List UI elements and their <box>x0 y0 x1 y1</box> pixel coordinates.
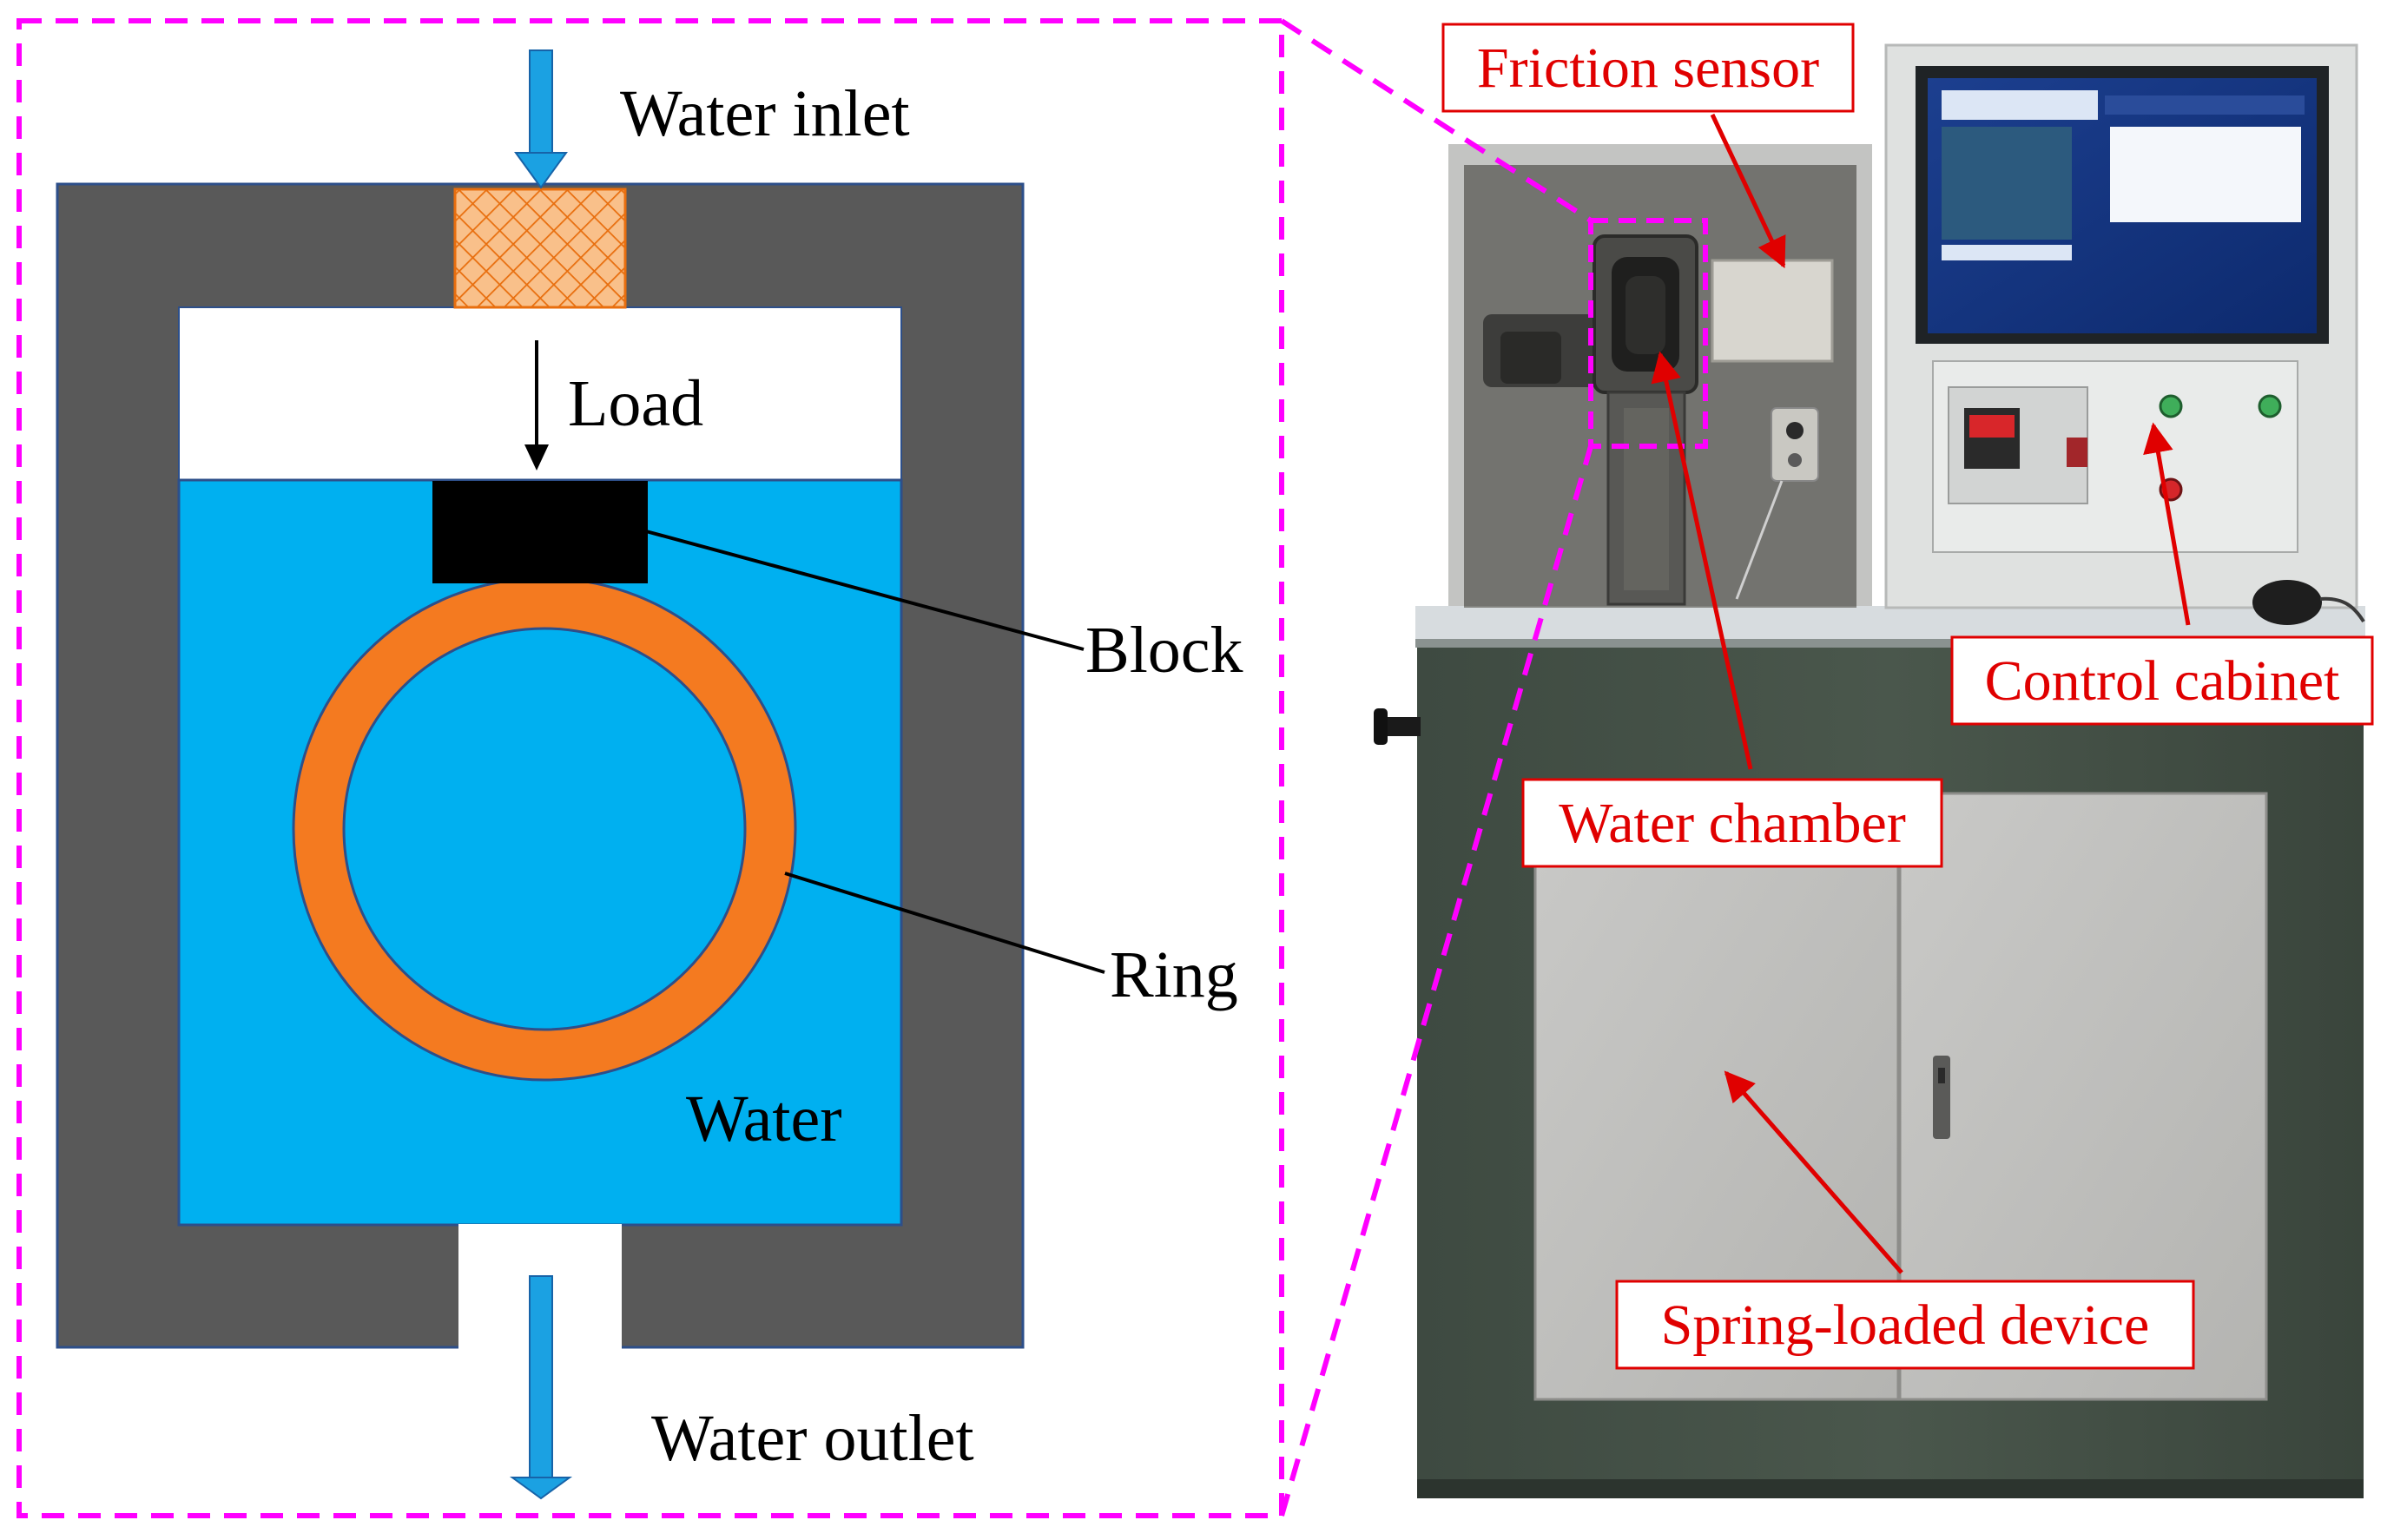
friction-sensor-box <box>1711 259 1834 363</box>
water-chamber-label: Water chamber <box>1559 792 1906 855</box>
load-label: Load <box>568 367 703 440</box>
ring-leader <box>784 872 1105 974</box>
water-chamber-highlight <box>1588 218 1708 449</box>
zoom-connector-top <box>1280 18 1593 223</box>
load-arrow <box>524 340 549 471</box>
block-label: Block <box>1085 614 1243 687</box>
schematic-dashed-frame <box>16 18 1284 1518</box>
friction-sensor-callout: Friction sensor <box>1441 23 1855 113</box>
spring-loaded-device-label: Spring-loaded device <box>1661 1293 2150 1357</box>
door-handle <box>1933 1056 1950 1139</box>
water-chamber-callout: Water chamber <box>1521 778 1943 868</box>
schematic-panel: Water inlet Load Block Ring Water Water … <box>56 49 1243 1500</box>
green-indicator-2 <box>2258 394 2282 418</box>
control-cabinet-arrow <box>2143 422 2191 626</box>
zoom-connector-bottom <box>1279 445 1593 1517</box>
green-indicator-1 <box>2159 394 2183 418</box>
friction-sensor-label: Friction sensor <box>1477 36 1819 100</box>
block <box>432 481 648 583</box>
mouse <box>2252 580 2322 625</box>
ring-label: Ring <box>1110 938 1238 1011</box>
side-knob <box>1381 717 1421 736</box>
control-cabinet-callout: Control cabinet <box>1950 635 2374 726</box>
water-inlet-arrow <box>514 49 568 189</box>
emergency-button <box>2067 438 2087 467</box>
water-label: Water <box>686 1083 842 1155</box>
water-outlet-arrow <box>509 1275 573 1500</box>
block-leader <box>645 530 1085 651</box>
ring <box>293 578 795 1080</box>
spring-loaded-device-arrow <box>1724 1070 1903 1274</box>
spring-loaded-device-callout: Spring-loaded device <box>1615 1280 2195 1370</box>
control-cabinet-label: Control cabinet <box>1985 649 2340 713</box>
water-inlet-label: Water inlet <box>620 77 910 150</box>
small-switch-panel <box>1771 407 1819 482</box>
friction-sensor-arrow <box>1710 113 1786 269</box>
ring-inner-edge <box>342 627 747 1031</box>
water-chamber-arrow <box>1651 351 1753 770</box>
machine-photo <box>1374 43 2365 1498</box>
inlet-filter <box>453 188 627 309</box>
water-outlet-label: Water outlet <box>651 1402 974 1475</box>
